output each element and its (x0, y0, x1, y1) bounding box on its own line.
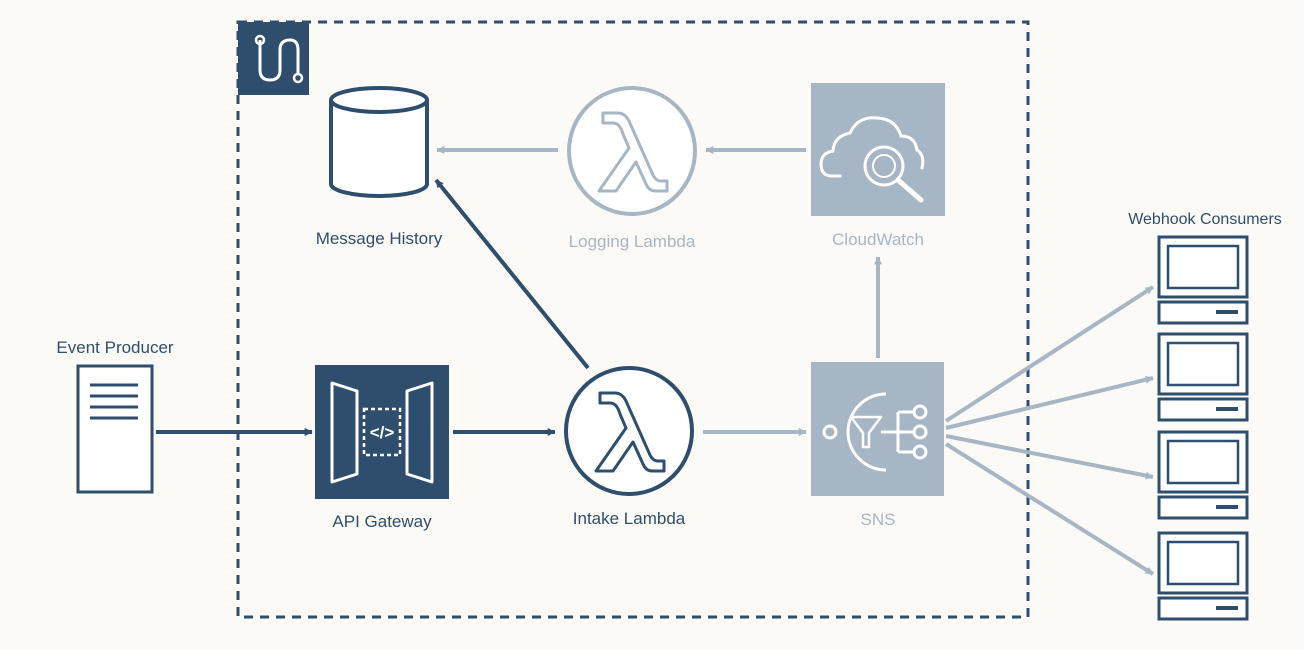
label-event-producer: Event Producer (56, 338, 174, 357)
logging-lambda-icon (567, 86, 697, 216)
consumer-monitor-icon-2 (1157, 332, 1249, 422)
system-boundary (236, 20, 1030, 619)
arrow-intake-to-history (434, 178, 590, 370)
code-glyph: </> (370, 423, 395, 442)
label-api-gateway: API Gateway (332, 512, 432, 531)
label-webhook-consumers: Webhook Consumers (1128, 211, 1282, 228)
consumer-monitor-icon-4 (1157, 531, 1249, 621)
cloud-search-icon (811, 83, 945, 216)
api-gateway-icon: </> (315, 365, 449, 499)
intake-lambda-icon (564, 366, 694, 496)
label-intake-lambda: Intake Lambda (572, 509, 686, 528)
arrow-sns-to-consumer-2 (945, 375, 1154, 430)
sns-icon (811, 362, 944, 496)
server-icon (76, 364, 154, 494)
arrow-sns-to-consumer-1 (944, 285, 1155, 423)
label-cloudwatch: CloudWatch (832, 230, 924, 249)
consumer-monitor-icon-3 (1157, 430, 1249, 520)
database-icon (329, 86, 429, 198)
label-sns: SNS (860, 510, 896, 529)
arrow-sns-to-consumer-4 (944, 442, 1155, 576)
label-logging-lambda: Logging Lambda (568, 232, 696, 251)
step-functions-icon (238, 22, 309, 95)
label-message-history: Message History (315, 229, 443, 248)
consumer-monitor-icon-1 (1157, 235, 1249, 325)
arrow-sns-to-consumer-3 (945, 434, 1154, 480)
